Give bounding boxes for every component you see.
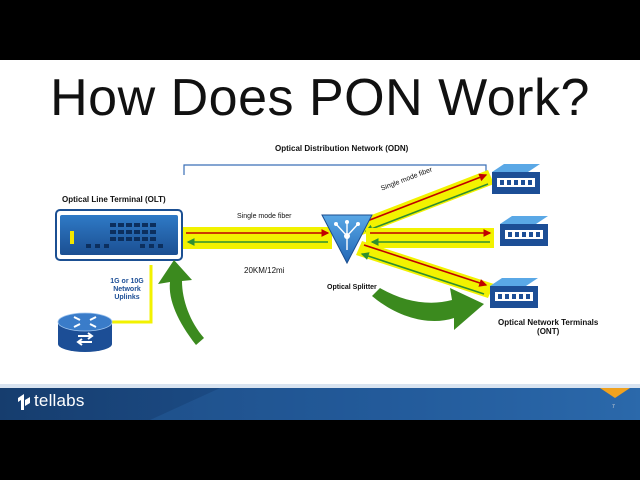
slide-title: How Does PON Work?: [50, 69, 590, 127]
fiber-branch-ont-3: [356, 241, 494, 298]
optical-splitter-icon: [321, 214, 373, 265]
fiber-branch-ont-2: [366, 228, 494, 248]
fiber-olt-splitter: [182, 227, 332, 249]
pon-diagram: [0, 164, 640, 420]
uplinks-label: 1G or 10G Network Uplinks: [110, 278, 144, 302]
slide: How Does PON Work?: [0, 60, 640, 420]
splitter-label: Optical Splitter: [327, 284, 377, 291]
tellabs-logo-text: tellabs: [34, 391, 85, 410]
ont-device: [500, 216, 548, 246]
ont-device: [490, 278, 538, 308]
odn-label: Optical Distribution Network (ODN): [275, 144, 409, 153]
odn-bracket: [183, 164, 487, 175]
fiber-branch-ont-1: [356, 170, 494, 235]
ont-label-line-1: Optical Network Terminals: [498, 318, 599, 327]
router-icon: [57, 312, 113, 352]
ont-label: Optical Network Terminals (ONT): [498, 318, 598, 336]
distance-label: 20KM/12mi: [244, 266, 285, 275]
tellabs-logo-icon: [18, 394, 30, 410]
splitter-to-ont-curved-arrow: [372, 288, 484, 330]
uplink-curved-arrow: [158, 260, 204, 345]
olt-device: [55, 209, 183, 261]
ont-label-line-2: (ONT): [537, 327, 560, 337]
olt-label: Optical Line Terminal (OLT): [62, 195, 166, 204]
page-number: 7: [612, 404, 615, 410]
footer: [0, 384, 640, 420]
uplink-fiber: [112, 265, 153, 324]
fiber-label: Single mode fiber: [237, 213, 292, 220]
ont-device: [492, 164, 540, 194]
